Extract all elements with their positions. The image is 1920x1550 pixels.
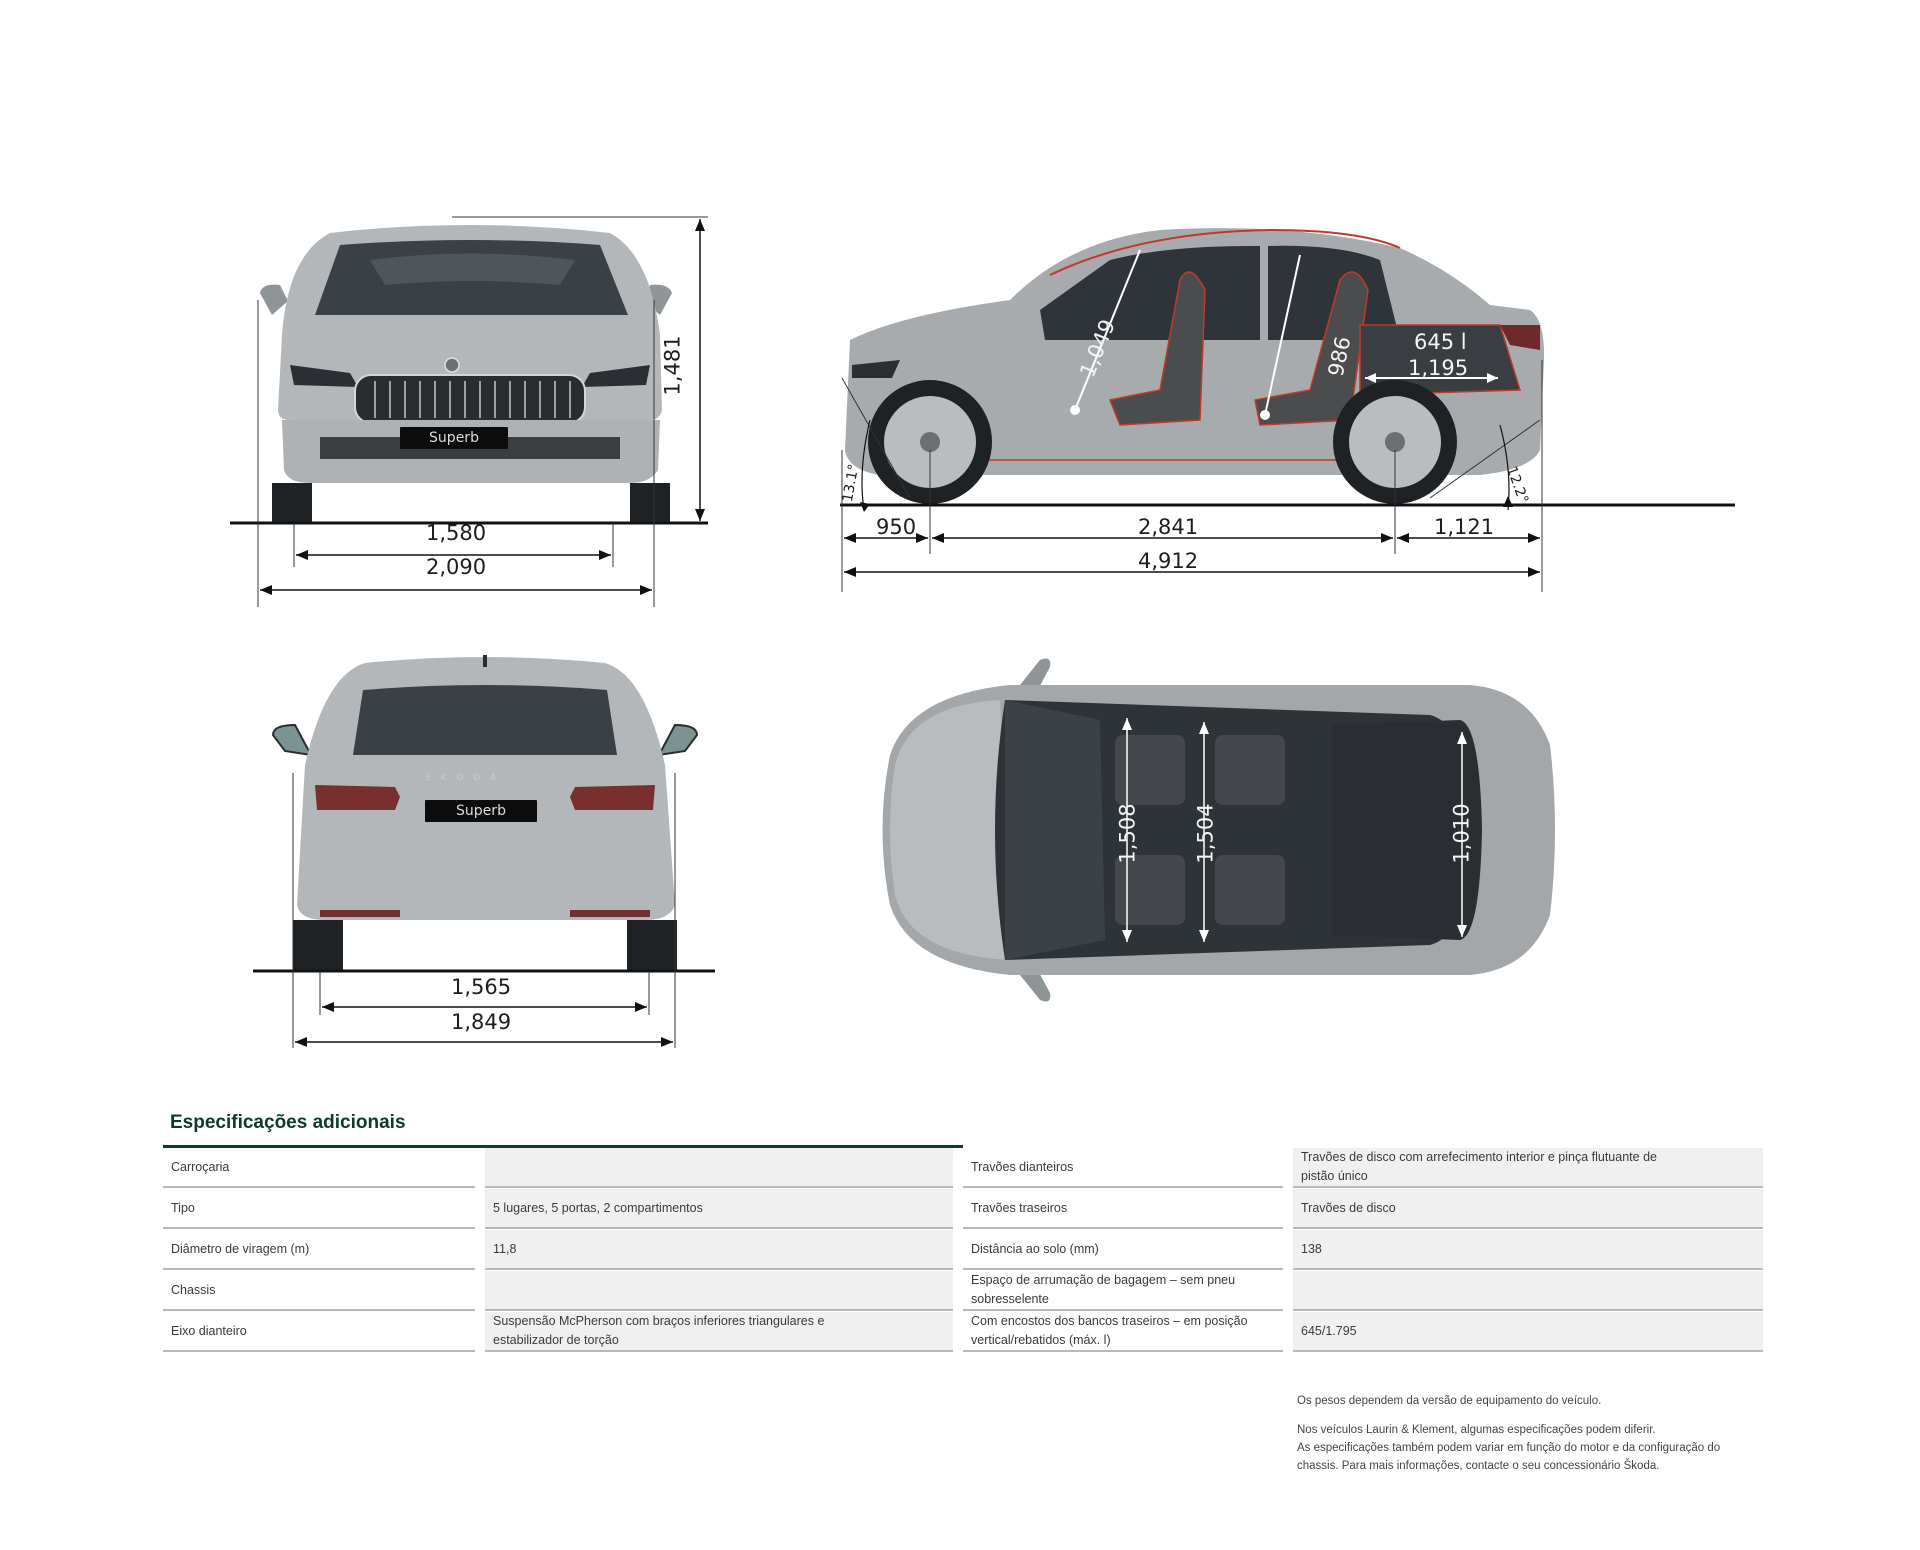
spec-value: 138 (1293, 1230, 1763, 1270)
rear-plate: Superb (425, 800, 537, 822)
spec-value (1293, 1271, 1763, 1311)
spec-value (485, 1148, 953, 1188)
rear-elbow-width-dimension: 1,504 (1193, 803, 1218, 864)
side-car-illustration (840, 228, 1735, 592)
rear-overhang-dimension: 1,121 (1434, 515, 1495, 539)
front-car-illustration (230, 216, 708, 607)
rear-car-illustration (253, 655, 715, 1048)
spec-value: Suspensão McPherson com braços inferiore… (485, 1312, 953, 1352)
spec-label: Travões traseiros (963, 1189, 1283, 1229)
front-view: Superb 1,481 1,580 2,090 (230, 215, 730, 615)
rear-view: ŠKODA Superb 1,565 1,849 (245, 655, 725, 1055)
spec-label: Espaço de arrumação de bagagem – sem pne… (963, 1271, 1283, 1311)
rear-brand-badge: ŠKODA (425, 773, 507, 783)
spec-label: Chassis (163, 1271, 475, 1311)
spec-value: Travões de disco (1293, 1189, 1763, 1229)
front-elbow-width-dimension: 1,508 (1115, 803, 1140, 864)
specs-title-rule (163, 1145, 963, 1148)
spec-label: Eixo dianteiro (163, 1312, 475, 1352)
specs-title: Especificações adicionais (170, 1112, 406, 1133)
boot-length-dimension: 1,195 (1408, 356, 1469, 380)
spec-label: Distância ao solo (mm) (963, 1230, 1283, 1270)
footnote-weights: Os pesos dependem da versão de equipamen… (1297, 1395, 1602, 1407)
footnote-engine-variation: As especificações também podem variar em… (1297, 1442, 1721, 1454)
top-car-illustration (882, 658, 1555, 1002)
length-dimension: 4,912 (1138, 549, 1199, 573)
footnote-laurin-klement: Nos veículos Laurin & Klement, algumas e… (1297, 1424, 1656, 1436)
spec-value: 11,8 (485, 1230, 953, 1270)
spec-label: Com encostos dos bancos traseiros – em p… (963, 1312, 1283, 1352)
footnote-dealer-contact: chassis. Para mais informações, contacte… (1297, 1460, 1660, 1472)
spec-value: 5 lugares, 5 portas, 2 compartimentos (485, 1189, 953, 1229)
spec-value (485, 1271, 953, 1311)
front-plate: Superb (400, 427, 508, 449)
side-view: 1,049 986 645 l 1,195 13.1° 12.2° 950 2,… (840, 220, 1740, 600)
boot-width-dimension: 1,010 (1449, 803, 1474, 864)
spec-label: Tipo (163, 1189, 475, 1229)
spec-label: Carroçaria (163, 1148, 475, 1188)
rear-track-dimension: 1,565 (451, 975, 512, 999)
boot-volume-label: 645 l (1414, 330, 1467, 354)
width-mirrors-dimension: 2,090 (426, 555, 487, 579)
wheelbase-dimension: 2,841 (1138, 515, 1199, 539)
spec-value: 645/1.795 (1293, 1312, 1763, 1352)
spec-value: Travões de disco com arrefecimento inter… (1293, 1148, 1763, 1188)
top-view: 1,508 1,504 1,010 (870, 655, 1690, 1015)
front-overhang-dimension: 950 (876, 515, 917, 539)
spec-label: Travões dianteiros (963, 1148, 1283, 1188)
spec-label: Diâmetro de viragem (m) (163, 1230, 475, 1270)
front-track-dimension: 1,580 (426, 521, 487, 545)
height-dimension: 1,481 (660, 335, 685, 396)
width-no-mirrors-dimension: 1,849 (451, 1010, 512, 1034)
